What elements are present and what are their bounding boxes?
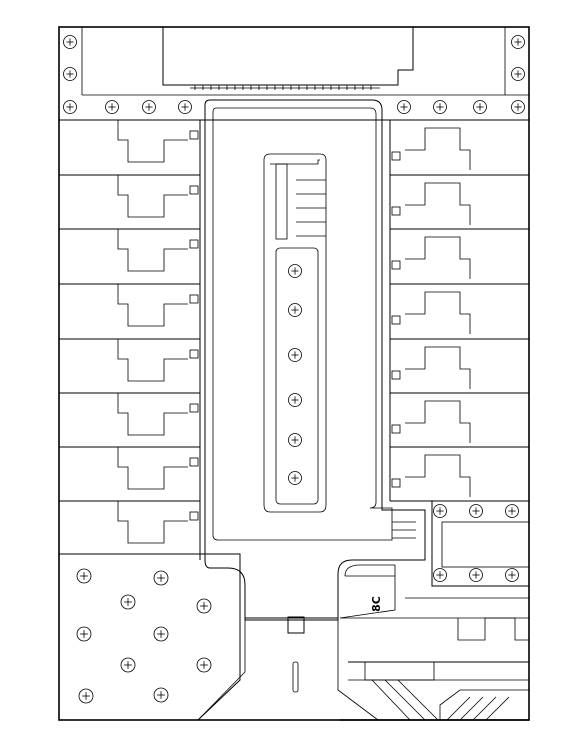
fixture-circle-icon	[397, 100, 411, 114]
ramp-hatch-line	[371, 679, 411, 721]
lower-right-inner-box	[441, 521, 530, 568]
lower-left-planter-outline	[58, 553, 241, 721]
fixture-circle-icon	[511, 100, 525, 114]
fixture-circle-icon	[76, 568, 92, 584]
fixture-symbols	[63, 35, 525, 704]
service-wing-top	[344, 564, 396, 577]
fixture-circle-icon	[63, 67, 77, 81]
fixture-circle-icon	[120, 657, 136, 673]
right-room-sink-icon	[391, 151, 401, 161]
fixture-circle-icon	[505, 504, 519, 518]
right-room-sink-icon	[391, 206, 401, 216]
fixture-circle-icon	[505, 568, 519, 582]
service-wing-door	[339, 575, 396, 619]
ramp-hatch-line	[384, 679, 426, 721]
central-station-top	[270, 159, 320, 165]
fixture-circle-icon	[288, 303, 302, 317]
right-room-counter	[405, 400, 471, 443]
ramp-hatch-line	[397, 679, 439, 721]
right-room-counter	[405, 346, 471, 389]
left-room-sink-icon	[189, 130, 199, 140]
right-room-counter	[405, 454, 471, 497]
right-room-sink-icon	[391, 424, 401, 434]
fixture-circle-icon	[288, 264, 302, 278]
top-equipment-outline	[162, 27, 414, 86]
fixture-circle-icon	[78, 688, 94, 704]
left-room-counter	[117, 229, 188, 272]
fixture-circle-icon	[469, 504, 483, 518]
right-room-counter	[405, 236, 471, 279]
entry-column-box	[287, 616, 305, 634]
fixture-circle-icon	[469, 568, 483, 582]
central-station-counter	[275, 247, 319, 505]
fixture-circle-icon	[288, 433, 302, 447]
fixture-circle-icon	[105, 100, 119, 114]
fixture-circle-icon	[433, 100, 447, 114]
right-room-counter	[405, 182, 471, 225]
entry-right-edge	[337, 620, 379, 721]
fixture-circle-icon	[288, 393, 302, 407]
left-room-counter	[117, 501, 188, 544]
fixture-circle-icon	[196, 657, 212, 673]
outer-boundary-wall	[58, 26, 530, 721]
fixture-circle-icon	[178, 100, 192, 114]
fixture-circle-icon	[76, 626, 92, 642]
fixture-circle-icon	[433, 568, 447, 582]
fixture-circle-icon	[63, 35, 77, 49]
left-room-sink-icon	[189, 403, 199, 413]
fixture-circle-icon	[473, 100, 487, 114]
fixture-circle-icon	[142, 100, 156, 114]
left-room-sink-icon	[189, 239, 199, 249]
ramp-edge	[439, 689, 529, 720]
fixture-circle-icon	[153, 626, 169, 642]
fixture-circle-icon	[120, 594, 136, 610]
service-wing-notch	[457, 617, 529, 641]
fixture-circle-icon	[288, 471, 302, 485]
central-station-cabinet	[275, 163, 288, 240]
right-room-sink-icon	[391, 315, 401, 325]
stair-hatch-line	[459, 696, 484, 721]
right-room-sink-icon	[391, 478, 401, 488]
left-room-counter	[117, 284, 188, 327]
left-room-sink-icon	[189, 294, 199, 304]
lower-left-walk-edge	[199, 620, 246, 719]
left-room-counter	[117, 393, 188, 436]
central-corridor-outline	[204, 99, 426, 621]
fixture-circle-icon	[288, 348, 302, 362]
right-room-counter	[405, 127, 471, 170]
fixture-circle-icon	[63, 100, 77, 114]
fixture-circle-icon	[511, 67, 525, 81]
fixture-circle-icon	[196, 598, 212, 614]
right-room-sink-icon	[391, 370, 401, 380]
right-room-sink-icon	[391, 260, 401, 270]
fixture-circle-icon	[433, 504, 447, 518]
left-room-counter	[117, 447, 188, 490]
fixture-circle-icon	[511, 35, 525, 49]
entry-drain-slot	[292, 661, 299, 693]
left-room-counter	[117, 175, 188, 218]
left-room-sink-icon	[189, 349, 199, 359]
stair-hatch-line	[485, 696, 510, 721]
left-room-sink-icon	[189, 457, 199, 467]
right-room-counter	[405, 291, 471, 334]
stair-hatch-line	[446, 696, 471, 721]
left-room-counter	[117, 339, 188, 382]
central-station-outer	[263, 153, 327, 513]
fixture-circle-icon	[153, 687, 169, 703]
left-room-sink-icon	[189, 185, 199, 195]
corridor-inner-outline	[212, 107, 393, 541]
left-room-counter	[117, 120, 188, 163]
stair-hatch-line	[472, 696, 497, 721]
room-tag-label: 8C	[370, 596, 383, 612]
fixture-circle-icon	[153, 570, 169, 586]
left-room-sink-icon	[189, 511, 199, 521]
service-wing-bench	[364, 662, 435, 681]
